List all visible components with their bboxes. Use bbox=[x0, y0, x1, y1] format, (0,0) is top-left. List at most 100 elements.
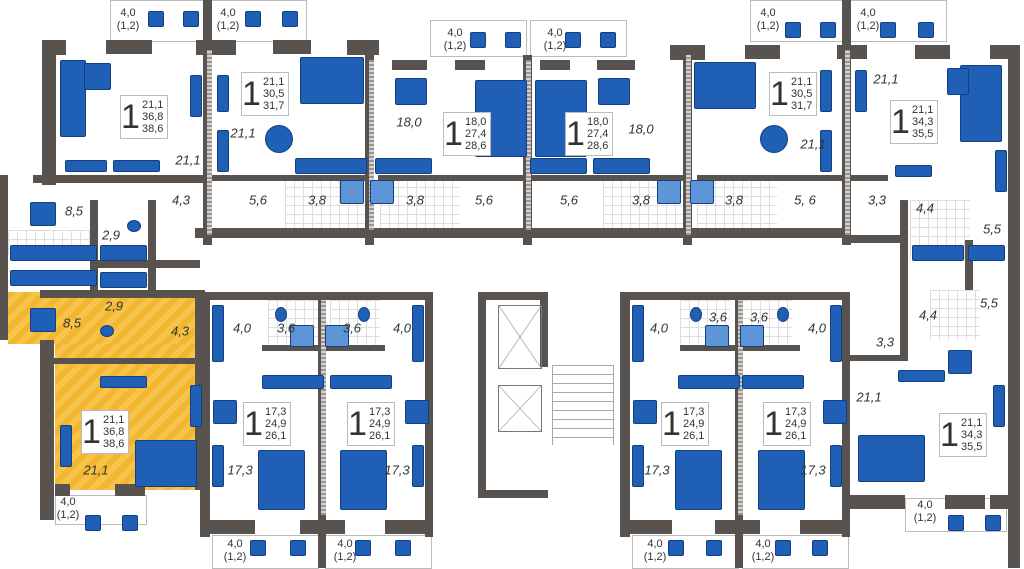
toilet-icon bbox=[127, 220, 141, 232]
balcony-reduced-area: (1,2) bbox=[333, 551, 357, 563]
kitchen-icon bbox=[295, 158, 367, 174]
balcony-area: 4,0 bbox=[760, 7, 776, 19]
wardrobe-icon bbox=[113, 160, 160, 172]
room-area-label: 17,3 bbox=[800, 462, 826, 478]
room-count: 1 bbox=[770, 75, 789, 113]
table-icon bbox=[760, 125, 788, 153]
room-count: 1 bbox=[764, 405, 783, 443]
wall bbox=[148, 200, 156, 290]
area-total: 24,9 bbox=[785, 418, 807, 430]
wardrobe-icon bbox=[855, 70, 867, 112]
wardrobe-icon bbox=[217, 130, 229, 172]
table-icon bbox=[30, 308, 56, 332]
armchair-icon bbox=[470, 32, 486, 48]
wall bbox=[990, 495, 1020, 509]
wall bbox=[55, 484, 70, 496]
area-total-with-balcony: 38,6 bbox=[103, 438, 125, 450]
area-total: 24,9 bbox=[683, 418, 705, 430]
wardrobe-icon bbox=[993, 385, 1005, 427]
area-living: 21,1 bbox=[961, 417, 983, 429]
bathtub-icon bbox=[100, 245, 147, 261]
kitchen-icon bbox=[10, 270, 97, 286]
table-icon bbox=[948, 350, 972, 374]
wall bbox=[478, 490, 548, 498]
room-count: 1 bbox=[348, 405, 367, 443]
wall bbox=[200, 520, 255, 534]
tiled-floor bbox=[930, 290, 980, 340]
balcony-reduced-area: (1,2) bbox=[56, 509, 80, 521]
wall bbox=[33, 175, 208, 183]
area-living: 17,3 bbox=[683, 406, 705, 418]
shower-icon bbox=[340, 180, 364, 204]
wall bbox=[690, 228, 850, 238]
room-area-label: 4,0 bbox=[807, 320, 827, 336]
room-count: 1 bbox=[891, 103, 910, 141]
wardrobe-icon bbox=[60, 425, 72, 467]
balcony-area: 4,0 bbox=[860, 7, 876, 19]
wardrobe-icon bbox=[820, 70, 832, 112]
kitchen-icon bbox=[330, 375, 392, 389]
table-icon bbox=[30, 202, 56, 226]
room-area-label: 3,8 bbox=[307, 192, 327, 208]
balcony-reduced-area: (1,2) bbox=[116, 20, 140, 32]
room-area-label: 17,3 bbox=[384, 462, 410, 478]
wall bbox=[200, 292, 432, 300]
wall bbox=[300, 520, 345, 534]
room-area-label: 4,4 bbox=[915, 200, 935, 216]
armchair-icon bbox=[85, 515, 101, 531]
balcony-area: 4,0 bbox=[220, 7, 236, 19]
room-area-label: 5,5 bbox=[982, 221, 1002, 237]
area-total-with-balcony: 31,7 bbox=[791, 100, 813, 112]
room-area-label: 21,1 bbox=[175, 152, 201, 168]
area-total-with-balcony: 28,6 bbox=[587, 140, 609, 152]
room-area-label: 3,6 bbox=[708, 309, 728, 325]
elevator-shaft bbox=[498, 305, 542, 369]
room-area-label: 5,6 bbox=[474, 192, 494, 208]
area-living: 17,3 bbox=[785, 406, 807, 418]
wall bbox=[715, 520, 760, 534]
wall bbox=[425, 292, 433, 537]
wardrobe-icon bbox=[212, 445, 224, 487]
kitchen-icon bbox=[678, 375, 740, 389]
balcony-label: 4,0(1,2) bbox=[444, 27, 467, 53]
room-area-label: 21,1 bbox=[873, 71, 899, 87]
wall bbox=[530, 175, 690, 181]
wall bbox=[915, 45, 950, 59]
sofa-icon bbox=[84, 63, 111, 90]
area-living: 21,1 bbox=[263, 76, 285, 88]
kitchen-icon bbox=[593, 158, 650, 174]
wardrobe-icon bbox=[100, 376, 147, 388]
room-area-label: 2,9 bbox=[101, 227, 121, 243]
room-area-label: 4,0 bbox=[232, 320, 252, 336]
wall bbox=[200, 175, 320, 181]
armchair-icon bbox=[820, 22, 836, 38]
wall bbox=[680, 345, 740, 351]
room-area-label: 21,1 bbox=[800, 136, 826, 152]
room-area-label: 5,6 bbox=[248, 192, 268, 208]
wall bbox=[848, 355, 908, 361]
armchair-icon bbox=[668, 540, 684, 556]
wall bbox=[106, 40, 152, 54]
balcony-label: 4,0(1,2) bbox=[857, 7, 880, 33]
area-total: 24,9 bbox=[265, 418, 287, 430]
balcony-reduced-area: (1,2) bbox=[756, 20, 780, 32]
balcony-area: 4,0 bbox=[755, 538, 771, 550]
wall bbox=[900, 200, 908, 300]
sofa-icon bbox=[947, 68, 969, 95]
